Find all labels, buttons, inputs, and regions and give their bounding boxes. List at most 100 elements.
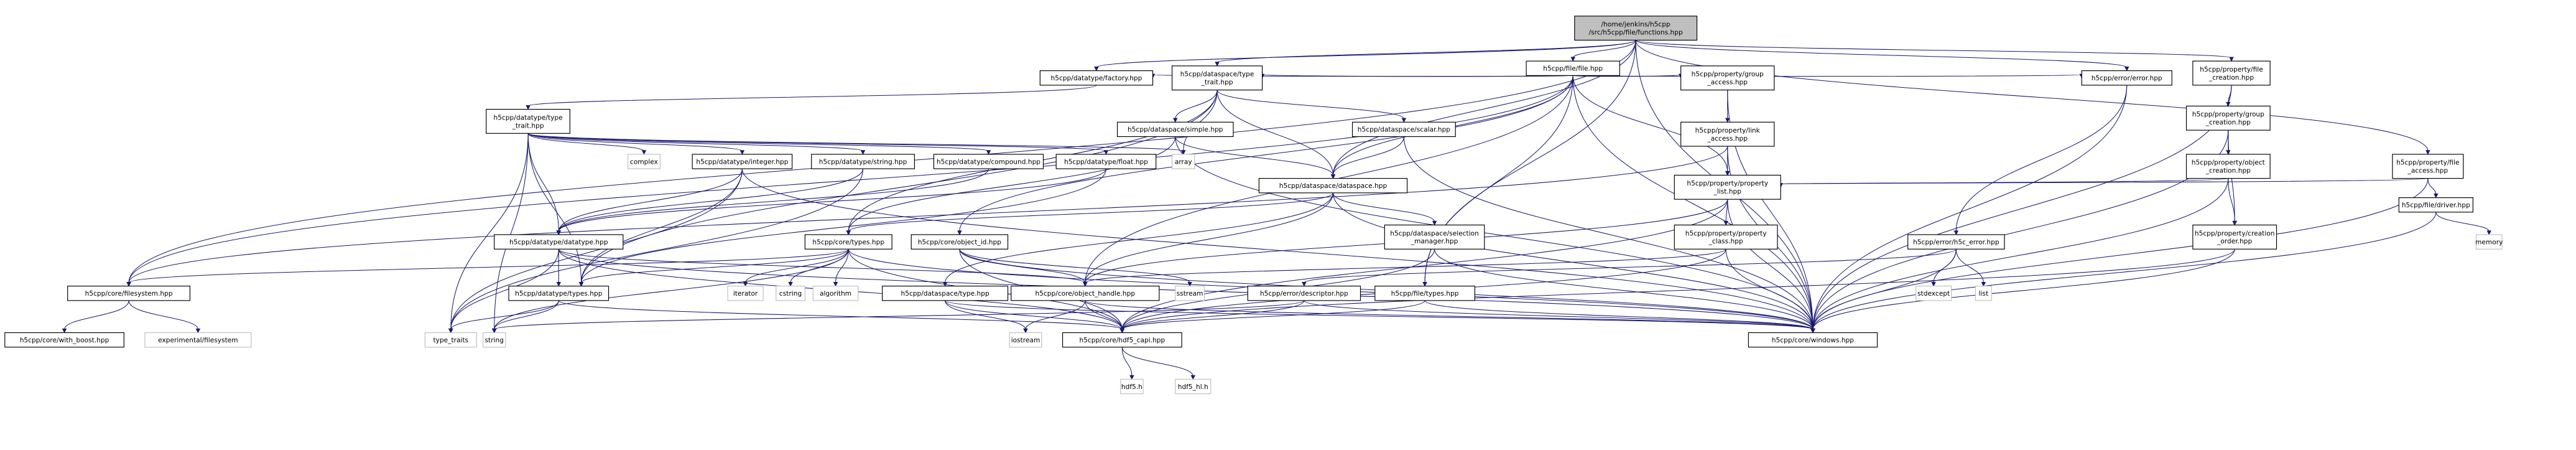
edge-line (1572, 74, 2082, 77)
node-dt-float[interactable]: h5cpp/datatype/float.hpp (1055, 154, 1157, 169)
node-label: h5cpp/dataspace/selection (1390, 230, 1479, 237)
node-label: iterator (733, 290, 758, 298)
node-label: h5cpp/error/error.hpp (2092, 75, 2162, 82)
node-box (1384, 224, 1485, 250)
node-prop-file-access[interactable]: h5cpp/property/file_access.hpp (2392, 154, 2464, 179)
node-file-types[interactable]: h5cpp/file/types.hpp (1374, 286, 1475, 301)
node-ds-selection-manager[interactable]: h5cpp/dataspace/selection_manager.hpp (1384, 224, 1485, 250)
arrowhead-icon (1723, 220, 1728, 226)
node-prop-file-creation[interactable]: h5cpp/property/file_creation.hpp (2192, 60, 2271, 86)
edge-root-to-prop_file_creation (1635, 40, 2234, 62)
node-dt-integer[interactable]: h5cpp/datatype/integer.hpp (692, 154, 793, 169)
edge-dt_datatype-to-dt_types (556, 249, 562, 287)
edge-line (741, 169, 1814, 330)
node-label: h5cpp/datatype/types.hpp (515, 290, 603, 298)
edge-line (835, 249, 849, 283)
edge-file-to-error (1572, 73, 2084, 79)
node-cstring: cstring (776, 286, 805, 301)
node-core-hdf5-capi[interactable]: h5cpp/core/hdf5_capi.hpp (1062, 332, 1182, 348)
edge-line (581, 169, 1106, 283)
node-dt-type-trait[interactable]: h5cpp/datatype/type_trait.hpp (486, 109, 570, 134)
node-core-types[interactable]: h5cpp/core/types.hpp (804, 234, 892, 250)
node-ds-type-trait[interactable]: h5cpp/dataspace/type_trait.hpp (1172, 65, 1263, 91)
arrowhead-icon (2124, 67, 2129, 72)
arrowhead-icon (1187, 282, 1192, 287)
node-iostream: iostream (1009, 332, 1042, 348)
edge-prop_file_creation-to-core_windows (1810, 85, 2232, 334)
node-prop-property-class[interactable]: h5cpp/property/property_class.hpp (1674, 224, 1778, 250)
node-ds-type[interactable]: h5cpp/dataspace/type.hpp (882, 286, 1009, 301)
node-dt-string[interactable]: h5cpp/datatype/string.hpp (811, 154, 915, 169)
node-label: _creation.hpp (2205, 119, 2251, 126)
arrowhead-icon (126, 282, 131, 287)
arrowhead-icon (1190, 375, 1195, 380)
arrowhead-icon (2226, 150, 2231, 155)
edge-prop_object_creation-to-prop_creation_order (2228, 178, 2237, 226)
arrowhead-icon (1810, 328, 1815, 334)
node-core-object-id[interactable]: h5cpp/core/object_id.hpp (910, 234, 1009, 250)
node-core-with-boost[interactable]: h5cpp/core/with_boost.hpp (4, 332, 124, 348)
node-file-driver[interactable]: h5cpp/file/driver.hpp (2398, 197, 2473, 213)
arrowhead-icon (62, 328, 67, 334)
node-box (483, 332, 506, 348)
edge-dt_types-to-type_traits (448, 300, 559, 334)
edge-prop_property_class-to-core_object_handle (1083, 248, 1726, 287)
node-dt-types[interactable]: h5cpp/datatype/types.hpp (508, 286, 609, 301)
edge-core_types-to-vector (578, 249, 849, 287)
edge-line (558, 169, 1106, 232)
edge-dt_type_trait-to-complex (527, 133, 647, 155)
node-prop-group-access[interactable]: h5cpp/property/group_access.hpp (1680, 65, 1775, 91)
node-box (486, 109, 570, 134)
node-label: h5cpp/property/link (1695, 127, 1761, 134)
node-prop-creation-order[interactable]: h5cpp/property/creation_order.hpp (2192, 224, 2277, 250)
node-error-descriptor[interactable]: h5cpp/error/descriptor.hpp (1247, 286, 1361, 301)
edge-line (1424, 300, 1814, 330)
edge-line (558, 300, 1123, 330)
edge-root-to-file (1570, 40, 1636, 62)
node-core-filesystem[interactable]: h5cpp/core/filesystem.hpp (67, 286, 191, 301)
node-box (1120, 378, 1144, 395)
arrowhead-icon (2434, 194, 2439, 199)
edge-core_object_id-to-sstream (959, 249, 1192, 287)
node-label: experimental/filesystem (158, 337, 238, 344)
edge-line (1085, 300, 1123, 330)
node-box (1680, 65, 1775, 91)
edge-line (1085, 248, 1726, 283)
arrowhead-icon (1570, 57, 1575, 62)
edge-line (128, 248, 849, 283)
edge-root-to-ds_type_trait (1215, 40, 1636, 67)
node-prop-property-list[interactable]: h5cpp/property/property_list.hpp (1674, 174, 1781, 200)
node-dt-compound[interactable]: h5cpp/datatype/compound.hpp (933, 154, 1044, 169)
node-array: array (1172, 154, 1195, 169)
node-label: h5cpp/file/file.hpp (1543, 65, 1603, 73)
edge-core_hdf5_capi-to-hdf5_h (1121, 347, 1134, 380)
node-file[interactable]: h5cpp/file/file.hpp (1526, 60, 1620, 76)
edge-line (581, 169, 743, 283)
node-ds-scalar[interactable]: h5cpp/dataspace/scalar.hpp (1351, 121, 1456, 138)
node-label: _access.hpp (1707, 79, 1748, 87)
edge-dt_type_trait-to-type_traits (448, 133, 529, 334)
node-box (1172, 154, 1195, 169)
node-label: h5cpp/dataspace/simple.hpp (1128, 126, 1223, 134)
edge-line (1332, 40, 1636, 176)
node-dt-datatype[interactable]: h5cpp/datatype/datatype.hpp (494, 234, 624, 250)
node-core-object-handle[interactable]: h5cpp/core/object_handle.hpp (1011, 286, 1160, 301)
node-prop-group-creation[interactable]: h5cpp/property/group_creation.hpp (2185, 105, 2271, 131)
node-ds-simple[interactable]: h5cpp/dataspace/simple.hpp (1117, 121, 1234, 138)
node-root: /home/jenkins/h5cpp/src/h5cpp/file/funct… (1574, 16, 1698, 41)
node-label: h5cpp/core/object_handle.hpp (1035, 290, 1136, 298)
edge-line (1780, 178, 2429, 185)
node-prop-link-access[interactable]: h5cpp/property/link_access.hpp (1680, 121, 1775, 147)
edge-line (1812, 249, 2235, 330)
node-box (1680, 121, 1775, 147)
edge-dt_type_trait-to-array (527, 133, 1186, 155)
node-dt-factory[interactable]: h5cpp/datatype/factory.hpp (1039, 70, 1154, 86)
node-error[interactable]: h5cpp/error/error.hpp (2081, 70, 2172, 86)
arrowhead-icon (1401, 118, 1407, 123)
node-prop-object-creation[interactable]: h5cpp/property/object_creation.hpp (2185, 154, 2271, 179)
edge-file_types-to-core_hdf5_capi (1119, 300, 1425, 334)
node-h5c-error[interactable]: h5cpp/error/h5c_error.hpp (1907, 234, 2005, 250)
node-ds-dataspace[interactable]: h5cpp/dataspace/dataspace.hpp (1258, 178, 1408, 194)
node-core-windows[interactable]: h5cpp/core/windows.hpp (1748, 332, 1878, 348)
edge-file_driver-to-core_windows (1810, 212, 2437, 334)
